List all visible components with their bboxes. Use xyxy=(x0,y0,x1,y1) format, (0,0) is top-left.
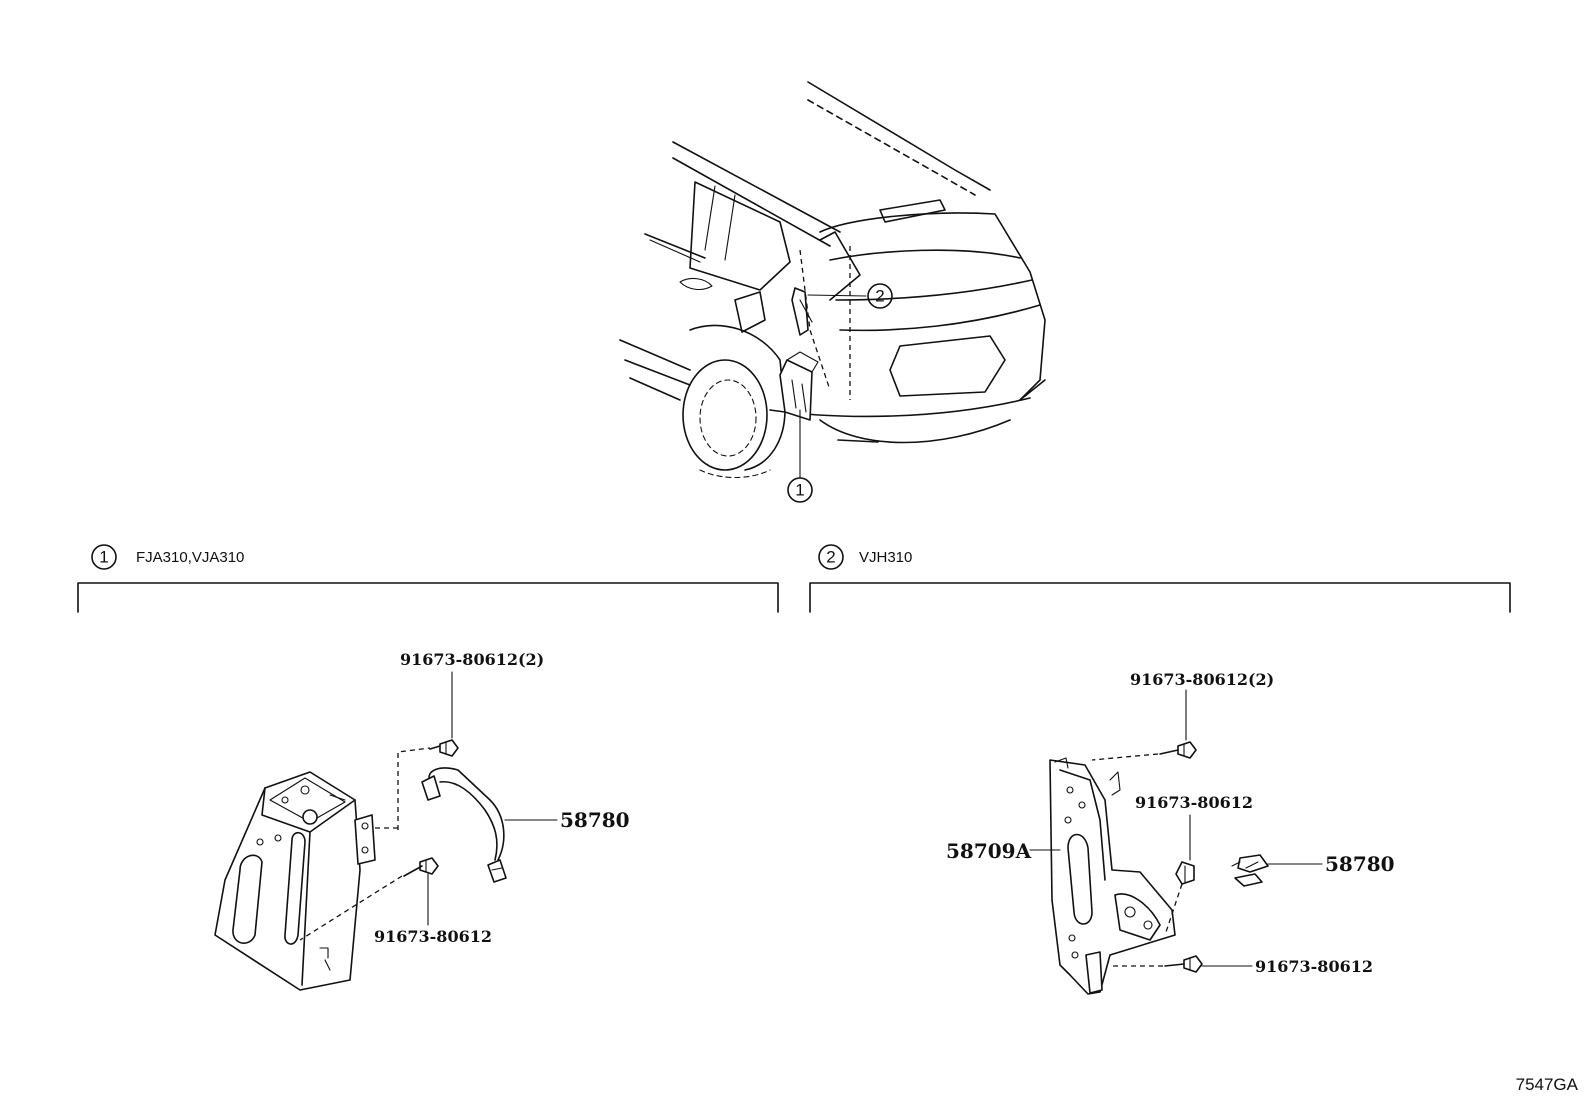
right-bolt-top-dashline xyxy=(1091,753,1159,761)
callout-1-label: 1 xyxy=(795,481,804,500)
left-bolt-top[interactable] xyxy=(429,739,459,757)
left-sensor-58780[interactable] xyxy=(421,767,507,883)
right-bolt-mid[interactable] xyxy=(1175,861,1195,885)
right-bolt-mid-label: 91673-80612 xyxy=(1135,793,1253,812)
right-bracket-58709A[interactable] xyxy=(1049,757,1176,995)
right-bolt-top[interactable] xyxy=(1159,741,1197,759)
callout-marker-2[interactable]: 2 xyxy=(867,283,893,309)
left-bolt-bottom-label: 91673-80612 xyxy=(374,927,492,946)
callout-leader-2 xyxy=(807,294,867,297)
left-bolt-top-label: 91673-80612(2) xyxy=(400,650,544,669)
figure-id: 7547GA xyxy=(1516,1075,1579,1094)
left-sensor-label: 58780 xyxy=(560,808,630,832)
section-2-marker: 2 xyxy=(826,548,835,567)
right-bolt-top-label: 91673-80612(2) xyxy=(1130,670,1274,689)
section-1-marker: 1 xyxy=(99,548,108,567)
left-bolt-bottom[interactable] xyxy=(403,857,439,877)
left-bolt-top-dashline xyxy=(397,747,431,830)
callout-marker-1[interactable]: 1 xyxy=(787,477,813,503)
section-1-label: FJA310,VJA310 xyxy=(136,549,244,566)
vehicle-illustration xyxy=(619,81,1046,478)
right-bolt-bottom-label: 91673-80612 xyxy=(1255,957,1373,976)
right-sensor-label: 58780 xyxy=(1325,852,1395,876)
right-bolt-bottom[interactable] xyxy=(1164,955,1203,973)
left-bracket-box[interactable] xyxy=(214,771,376,991)
section-2-label: VJH310 xyxy=(859,549,912,566)
section-header-1: 1 FJA310,VJA310 xyxy=(77,544,779,613)
section-header-2: 2 VJH310 xyxy=(809,544,1511,613)
right-sensor-58780[interactable] xyxy=(1231,854,1269,887)
right-bracket-label: 58709A xyxy=(946,839,1032,863)
callout-2-label: 2 xyxy=(875,287,884,306)
left-bolt-bottom-dashline xyxy=(299,875,403,941)
